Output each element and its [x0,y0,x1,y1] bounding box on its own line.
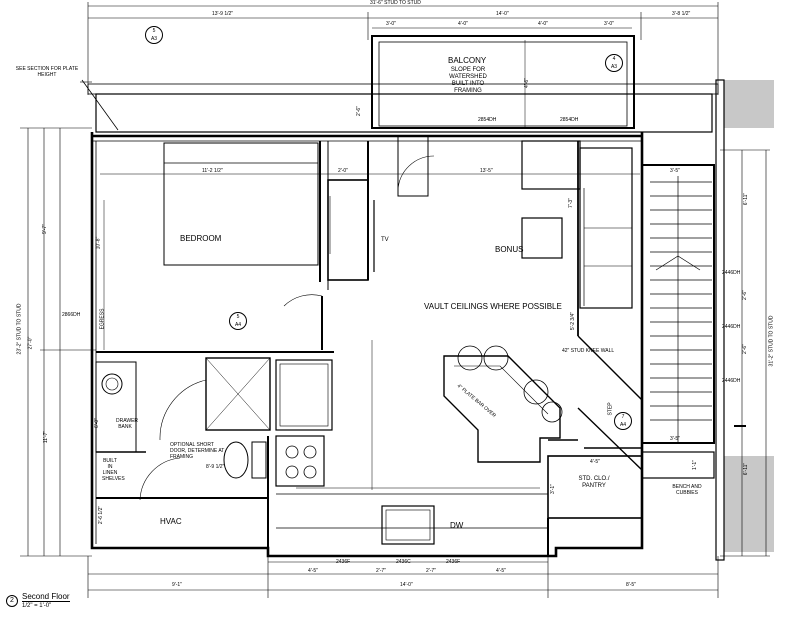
room-label-hvac: HVAC [160,517,182,526]
drawer-bank-label: DRAWER BANK [116,418,139,430]
dim-left-b: 27'-0" [27,336,34,350]
dim-bed-width: 11'-2 1/2" [202,168,223,174]
window-tag-w3: 2866DH [62,312,81,318]
section-callout-4-sheet: A4 [619,422,627,428]
window-tag-w4: 2446DH [722,270,741,276]
section-callout-2-sheet: A3 [610,64,618,70]
dim-right-b: 2'-6" [741,290,748,300]
dim-bot-c: 8'-5" [626,582,636,588]
dim-left-overall: 23'-2" STUD TO STUD [16,303,23,355]
dim-top-a: 13'-9 1/2" [212,11,234,17]
section-callout-3[interactable]: 5 A4 [229,312,247,330]
room-label-bonus: BONUS [495,245,524,254]
dim-bal-d: 3'-0" [604,21,614,27]
section-callout-1-sheet: A3 [150,36,158,42]
dim-step-d: 1'-1" [691,460,698,470]
drawing-title: Second Floor [22,592,70,602]
window-tag-w5: 2446DH [722,324,741,330]
dim-linen-depth: 2'-6 1/2" [98,505,105,525]
knee-wall-note: 42" STUD KNEE WALL [562,348,615,354]
window-tag-w6: 2446DH [722,378,741,384]
section-callout-3-number: 5 [236,314,240,320]
dim-bal-depth: 4'-6" [523,78,530,88]
dim-kit-c: 2'-7" [426,568,436,574]
dim-top-overall: 31'-6" STUD TO STUD [370,0,421,6]
dim-top-b: 14'-0" [496,11,509,17]
dim-right-d: 6'-11" [743,462,750,476]
section-callout-1[interactable]: 5 A3 [145,26,163,44]
dim-kit-b: 2'-7" [376,568,386,574]
step-label: STEP [607,402,614,416]
balcony-slope-note: SLOPE FOR WATERSHED BUILT INTO FRAMING [449,67,487,94]
vault-ceiling-note: VAULT CEILINGS WHERE POSSIBLE [424,302,562,311]
dim-stair-gap: 3'-5" [670,436,680,442]
bench-label: BENCH AND CUBBIES [672,484,702,496]
drawing-title-block: 2 Second Floor 1/2" = 1'-0" [6,592,70,610]
dim-pantry-w: 4'-5" [590,459,600,465]
dim-right-a: 6'-11" [743,192,750,206]
section-callout-4[interactable]: 7 A4 [614,412,632,430]
see-section-note: SEE SECTION FOR PLATE HEIGHT [15,66,79,78]
window-tag-w8: 2436C [396,559,411,565]
window-tag-w2: 2854DH [560,117,579,123]
dim-stair-w: 3'-5" [670,168,680,174]
dim-top-c: 3'-8 1/2" [672,11,691,17]
built-in-shelves-label: BUILT IN LINEN SHELVES [102,458,125,482]
dim-bed-depth: 10'-8" [95,236,102,250]
dim-left-c: 11'-7" [43,430,50,444]
section-callout-1-number: 5 [152,28,156,34]
dim-bal-b: 4'-0" [458,21,468,27]
appliance-label-dw: DW [450,521,464,530]
drawing-number-circle: 2 [6,595,18,607]
room-label-balcony: BALCONY [448,56,487,65]
window-tag-w9: 2436F [446,559,461,565]
dim-bal-c: 4'-0" [538,21,548,27]
section-callout-3-sheet: A4 [234,322,242,328]
section-callout-4-number: 7 [621,414,625,420]
dim-pantry-d: 3'-1" [549,484,556,494]
room-label-pantry: STD. CLO./ PANTRY [578,476,610,489]
dim-bal-wall: 2'-6" [355,106,362,116]
room-label-bedroom: BEDROOM [180,234,222,243]
egress-label: EGRESS [99,308,106,330]
dim-bath-depth: 6'-0" [93,418,100,428]
dim-left-a: 9'-7" [41,224,48,234]
dim-bonus-shelf: 5'-2 3/4" [570,311,577,331]
dim-bed-closet: 2'-0" [338,168,348,174]
dim-bonus-width: 13'-5" [480,168,493,174]
window-tag-w1: 2854DH [478,117,497,123]
drawing-scale: 1/2" = 1'-0" [22,603,52,609]
dim-kit-a: 4'-5" [308,568,318,574]
section-callout-2-number: 4 [612,56,616,62]
tv-label: TV [381,237,389,243]
dim-bonus-depth: 7'-3" [567,198,574,208]
dim-right-c: 2'-6" [741,344,748,354]
dim-bot-b: 14'-0" [400,582,413,588]
dim-bath-width: 8'-9 1/2" [206,464,225,470]
dim-right-overall: 31'-2" STUD TO STUD [768,315,775,367]
optional-door-note: OPTIONAL SHORT DOOR, DETERMINE AT FRAMIN… [170,442,225,460]
dim-bal-a: 3'-0" [386,21,396,27]
section-callout-2[interactable]: 4 A3 [605,54,623,72]
window-tag-w7: 2436F [336,559,351,565]
dim-kit-d: 4'-5" [496,568,506,574]
dim-bot-a: 9'-1" [172,582,182,588]
